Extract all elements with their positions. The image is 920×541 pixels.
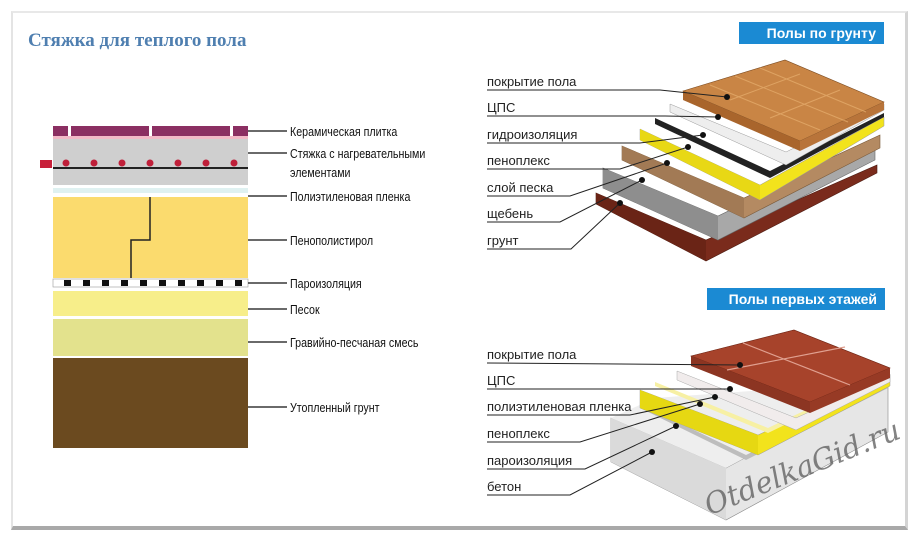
- heating-connector: [40, 160, 52, 168]
- label-g-covering: покрытие пола: [487, 74, 577, 89]
- label-g-foam: пеноплекс: [487, 153, 550, 168]
- label-g-screed: ЦПС: [487, 100, 516, 115]
- layer-waterproof-3d: [655, 113, 884, 178]
- badge-first-floors: Полы первых этажей: [707, 288, 885, 310]
- label-g-ground: грунт: [487, 233, 519, 248]
- label-f-pefilm: полиэтиленовая пленка: [487, 399, 632, 414]
- heating-elements: [62, 159, 238, 167]
- layer-ceramic-tile: [53, 126, 248, 139]
- label-gravel-sand: Гравийно-песчаная смесь: [290, 335, 419, 350]
- label-g-waterproof: гидроизоляция: [487, 127, 578, 142]
- layer-gravel-sand: [53, 319, 248, 356]
- layer-ground: [53, 358, 248, 448]
- label-g-gravel: щебень: [487, 206, 534, 221]
- label-f-covering: покрытие пола: [487, 347, 577, 362]
- label-polystyrene: Пенополистирол: [290, 233, 374, 248]
- label-vapor-barrier: Пароизоляция: [290, 276, 362, 291]
- label-sand: Песок: [290, 302, 320, 317]
- layer-screed2-3d: [676, 370, 891, 431]
- label-pe-film: Полиэтиленовая пленка: [290, 189, 411, 204]
- layer-pefilm-3d: [655, 370, 890, 433]
- label-ground: Утопленный грунт: [290, 400, 380, 415]
- layer-sand: [53, 291, 248, 316]
- label-screed: Стяжка с нагревательными: [290, 146, 426, 161]
- layer-pe-film: [53, 188, 248, 193]
- badge-floors-on-ground: Полы по грунту: [739, 22, 884, 44]
- label-f-foam: пеноплекс: [487, 426, 550, 441]
- label-screed-cont: элементами: [290, 165, 351, 180]
- label-f-vapor: пароизоляция: [487, 453, 573, 468]
- label-ceramic-tile: Керамическая плитка: [290, 124, 398, 139]
- page-title: Стяжка для теплого пола: [28, 30, 247, 51]
- label-f-screed: ЦПС: [487, 373, 516, 388]
- label-f-concrete: бетон: [487, 479, 522, 494]
- label-g-sand: слой песка: [487, 180, 554, 195]
- sensor-wire: [130, 197, 151, 278]
